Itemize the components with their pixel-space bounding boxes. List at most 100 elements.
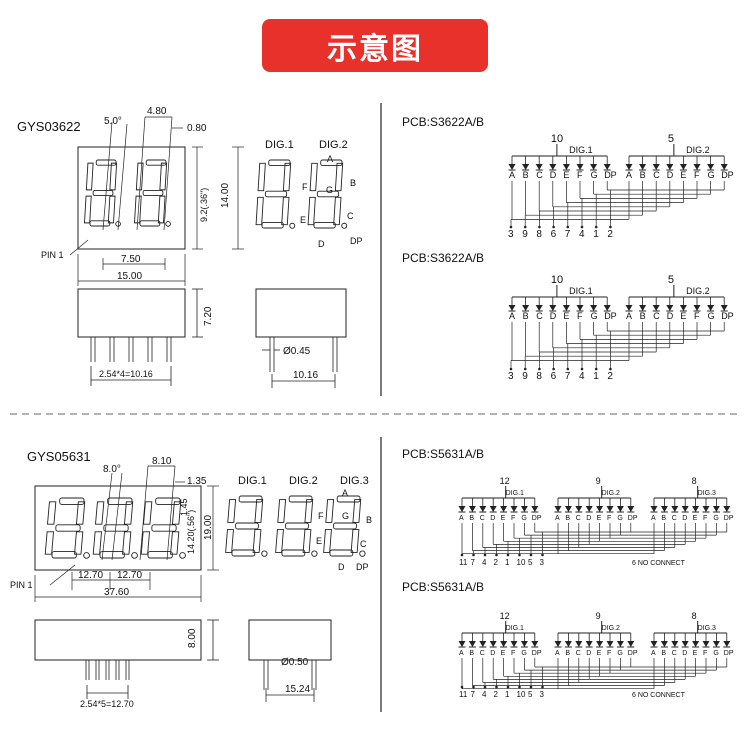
seg-label: F [577, 170, 583, 180]
seg-label: DP [628, 650, 638, 657]
diode [720, 305, 728, 311]
diode [660, 506, 668, 512]
common-pin-label: 5 [668, 133, 674, 145]
diode [666, 305, 674, 311]
end-view-body-2 [248, 619, 332, 661]
pin-number: 1 [593, 229, 599, 240]
diode [590, 164, 598, 170]
dig-label: DIG.2 [602, 625, 620, 632]
seg-label-a-2: A [342, 488, 348, 498]
pin-number: 7 [471, 558, 476, 567]
diode [606, 506, 614, 512]
pin-number: 4 [482, 690, 487, 699]
dig-label-1-1: DIG.1 [265, 139, 294, 151]
dig-label: DIG.3 [698, 625, 716, 632]
seg-label: C [480, 650, 485, 657]
seg-label: DP [724, 515, 734, 522]
dim-digit-width-2: 8.10 [152, 456, 172, 467]
diode [479, 641, 487, 647]
seg-label: C [480, 515, 485, 522]
seg-label: A [509, 311, 515, 321]
seg-label: C [672, 515, 677, 522]
seg-label: E [680, 311, 686, 321]
seg-label: C [672, 650, 677, 657]
diode [639, 164, 647, 170]
diode [702, 506, 710, 512]
pin-number: 5 [528, 558, 533, 567]
dim-depth-1: 10.16 [293, 370, 318, 381]
seg-label: F [607, 515, 611, 522]
common-pin-label: 10 [551, 274, 563, 286]
diode [679, 305, 687, 311]
dim-pin-dia-2: Ø0.50 [281, 657, 309, 668]
diode [500, 506, 508, 512]
side-view-pins-1 [90, 288, 203, 386]
seg-label: D [490, 650, 495, 657]
seg-digit-2-1 [225, 495, 268, 557]
pin-number: 4 [579, 371, 585, 382]
seg-label: B [565, 515, 570, 522]
diode [468, 641, 476, 647]
front-view-digits-2 [44, 497, 186, 559]
seg-label: A [626, 311, 632, 321]
diode [489, 641, 497, 647]
common-pin-label: 9 [596, 476, 601, 486]
pin-number: 2 [494, 558, 499, 567]
seg-label: DP [721, 170, 734, 180]
diode [531, 506, 539, 512]
dim-dp-2: 1.35 [187, 476, 207, 487]
pin-number: 1 [505, 558, 510, 567]
seg-label: F [577, 311, 583, 321]
pin1-label-2: PIN 1 [10, 580, 33, 590]
diode [522, 164, 530, 170]
diode [508, 305, 516, 311]
dim-digit-pitch-2a: 12.70 [78, 570, 103, 581]
seg-label: D [682, 650, 687, 657]
pin-number: 4 [482, 558, 487, 567]
seg-label: A [626, 170, 632, 180]
seg-label: DP [532, 650, 542, 657]
seg-label: C [653, 311, 660, 321]
diode [720, 164, 728, 170]
seg-label: C [536, 170, 543, 180]
digit-1-1 [84, 159, 121, 227]
seg-digit-1-2 [307, 159, 348, 229]
dim-width-2: 37.60 [104, 587, 129, 598]
seg-label: E [680, 170, 686, 180]
dim-height-2: 19.00 [203, 515, 214, 540]
seg-label: A [651, 515, 656, 522]
side-view-pins-2 [85, 619, 219, 699]
model-label-1: GYS03622 [17, 119, 81, 134]
seg-label: G [591, 311, 598, 321]
pin-number: 8 [536, 229, 542, 240]
header-banner: 示意图 [262, 19, 488, 72]
seg-label: DP [721, 311, 734, 321]
pcb-title-1b: PCB:S3622A/B [402, 251, 484, 265]
seg-digit-2-2 [275, 495, 318, 557]
diode [606, 641, 614, 647]
dig-label: DIG.3 [698, 490, 716, 497]
seg-label: E [597, 515, 602, 522]
seg-label: E [501, 650, 506, 657]
pin-number: 1 [505, 690, 510, 699]
common-pin-label: 5 [668, 274, 674, 286]
diode [666, 164, 674, 170]
diode [489, 506, 497, 512]
pcb-title-2a: PCB:S5631A/B [402, 447, 484, 461]
seg-label: G [713, 650, 718, 657]
diode [554, 506, 562, 512]
dim-side-height-2: 8.00 [187, 628, 198, 648]
diode [650, 506, 658, 512]
diode [554, 641, 562, 647]
pin-number: 3 [508, 371, 514, 382]
dim-dp-gap-2: 1.45 [179, 498, 189, 516]
pin-number: 9 [522, 229, 528, 240]
seg-label: D [550, 311, 557, 321]
dim-pin-pitch-1: 2.54*4=10.16 [99, 369, 153, 379]
diode [549, 305, 557, 311]
dig-label: DIG.1 [569, 145, 593, 155]
seg-label: F [694, 311, 700, 321]
